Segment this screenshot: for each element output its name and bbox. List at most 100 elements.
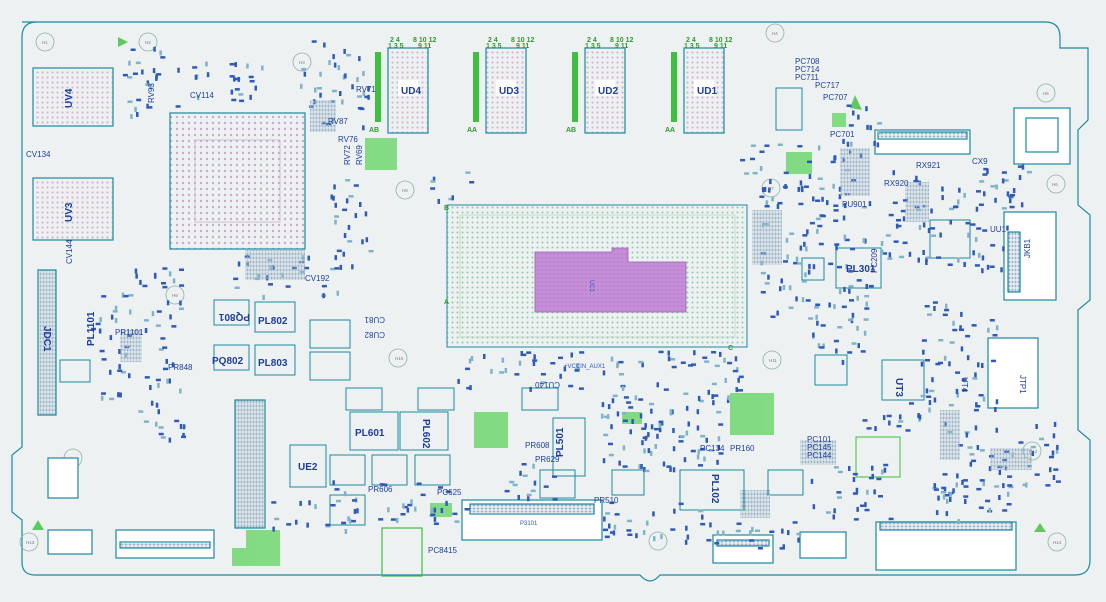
- smd-part: [322, 293, 325, 299]
- label-pr160: PR160: [730, 444, 755, 453]
- smd-part: [711, 382, 717, 386]
- smd-part: [517, 494, 520, 500]
- smd-part: [238, 93, 244, 96]
- smd-part: [820, 324, 826, 327]
- smd-part: [1052, 433, 1056, 439]
- smd-part: [367, 86, 370, 92]
- svg-text:8 10 12: 8 10 12: [709, 37, 732, 44]
- smd-part: [698, 509, 704, 513]
- smd-part: [532, 463, 535, 469]
- smd-part: [608, 442, 613, 446]
- smd-part: [856, 506, 859, 512]
- smd-part: [960, 311, 963, 317]
- smd-part: [311, 40, 317, 43]
- smd-part: [155, 421, 158, 427]
- smd-part: [922, 349, 925, 355]
- smd-part: [946, 498, 949, 504]
- smd-part: [319, 92, 322, 98]
- smd-part: [99, 317, 102, 323]
- smd-part: [647, 448, 651, 454]
- smd-part: [848, 285, 854, 288]
- label-pu901: PU901: [842, 200, 867, 209]
- smd-part: [965, 432, 969, 438]
- smd-part: [944, 308, 950, 312]
- smd-part: [851, 342, 857, 345]
- smd-part: [866, 124, 869, 130]
- svg-text:8 10 12: 8 10 12: [610, 37, 633, 44]
- smd-part: [402, 505, 408, 509]
- smd-part: [782, 544, 785, 550]
- smd-part: [704, 360, 710, 363]
- smd-part: [331, 89, 337, 93]
- smd-part: [143, 420, 149, 423]
- smd-part: [810, 478, 814, 484]
- smd-part: [1009, 198, 1012, 204]
- smd-part: [1025, 482, 1028, 488]
- smd-part: [995, 325, 999, 331]
- smd-part: [814, 306, 820, 309]
- smd-part: [179, 424, 183, 429]
- smd-part: [888, 420, 891, 426]
- smd-part: [629, 429, 632, 435]
- smd-part: [612, 394, 618, 398]
- smd-part: [802, 234, 808, 237]
- smd-part: [558, 356, 563, 360]
- svg-text:H7: H7: [768, 186, 774, 191]
- smd-part: [716, 410, 722, 414]
- smd-part: [347, 516, 350, 522]
- smd-part: [233, 277, 239, 281]
- smd-part: [156, 73, 162, 76]
- smd-part: [749, 530, 752, 536]
- smd-part: [716, 530, 720, 536]
- smd-part: [700, 434, 706, 438]
- smd-part: [122, 73, 128, 77]
- smd-part: [643, 448, 646, 454]
- smd-part: [347, 240, 353, 243]
- smd-part: [101, 295, 107, 298]
- smd-part: [981, 255, 985, 261]
- smd-part: [678, 502, 684, 506]
- smd-part: [959, 328, 964, 331]
- smd-part: [98, 328, 102, 334]
- svg-text:B: B: [444, 205, 449, 212]
- label-rx920: RX920: [884, 179, 909, 188]
- smd-part: [323, 42, 326, 48]
- smd-part: [918, 224, 922, 230]
- smd-part: [812, 332, 815, 338]
- smd-part: [915, 175, 918, 181]
- smd-part: [1044, 443, 1050, 447]
- smd-part: [953, 205, 959, 208]
- smd-part: [888, 252, 892, 258]
- smd-part: [118, 364, 121, 370]
- component-labels: UD4 UD3 UD2 UD1 UV4 UV3 PL301 UT3 PL802 …: [26, 57, 1032, 555]
- smd-part: [650, 424, 654, 430]
- label-rx921: RX921: [916, 161, 941, 170]
- smd-part: [856, 295, 859, 301]
- smd-part: [998, 495, 1001, 500]
- smd-part: [147, 106, 153, 109]
- smd-part: [805, 299, 811, 302]
- smd-part: [574, 369, 580, 372]
- smd-part: [896, 219, 901, 222]
- smd-part: [156, 310, 162, 313]
- smd-part: [920, 361, 924, 367]
- smd-part: [789, 232, 795, 235]
- smd-part: [797, 145, 803, 148]
- smd-part: [299, 500, 302, 506]
- smd-part: [841, 305, 847, 309]
- smd-part: [685, 405, 689, 411]
- smd-part: [865, 106, 868, 112]
- smd-part: [175, 105, 181, 108]
- smd-part: [941, 486, 947, 490]
- smd-part: [616, 411, 620, 417]
- smd-part: [983, 167, 989, 171]
- smd-part: [362, 125, 365, 131]
- smd-part: [834, 243, 840, 246]
- label-net-vccin-aux: +VCCIN_AUX1: [564, 364, 606, 370]
- label-jkb1: JKB1: [1023, 238, 1032, 258]
- smd-part: [913, 179, 919, 183]
- smd-part: [892, 201, 898, 205]
- smd-part: [233, 76, 236, 82]
- smd-part: [969, 461, 973, 467]
- smd-part: [142, 284, 148, 288]
